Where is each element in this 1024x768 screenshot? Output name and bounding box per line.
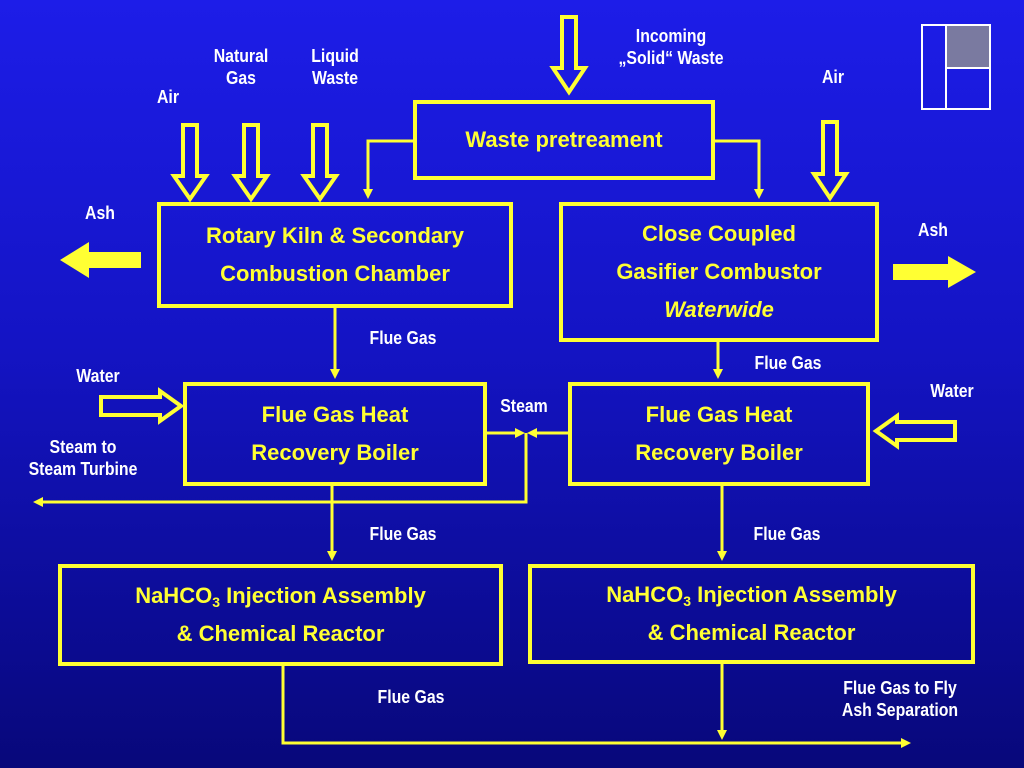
flue-gas-gasifier-label: Flue Gas <box>744 352 832 374</box>
steam-to-turbine-label: Steam to Steam Turbine <box>10 436 156 480</box>
flue-gas-to-fly-ash-label: Flue Gas to Fly Ash Separation <box>819 677 981 721</box>
bottom-flue-gas-line <box>281 666 911 748</box>
incoming-waste-arrow <box>549 15 589 96</box>
formula-subscript: 3 <box>212 594 220 610</box>
label-line: Flue Gas <box>369 524 437 544</box>
label-line: Steam Turbine <box>28 459 138 479</box>
right-reactor-box: NaHCO3 Injection Assembly & Chemical Rea… <box>528 564 975 664</box>
box-line: Flue Gas Heat <box>261 402 409 427</box>
water-right-label: Water <box>921 380 983 402</box>
label-line: „Solid“ Waste <box>618 48 724 68</box>
water-left-arrow <box>99 387 185 425</box>
flue-gas-kiln-label: Flue Gas <box>359 327 447 349</box>
label-line: Liquid <box>311 46 359 66</box>
natural-gas-arrow <box>231 123 271 203</box>
box-line: Recovery Boiler <box>635 440 803 465</box>
box-line-rest: Injection Assembly <box>220 583 426 608</box>
pretreat-to-kiln-line <box>363 139 413 199</box>
flue-gas-boiler-left-label: Flue Gas <box>359 523 447 545</box>
label-line: Ash <box>85 203 115 223</box>
box-line: Gasifier Combustor <box>616 259 822 284</box>
waste-pretreatment-box: Waste pretreament <box>413 100 715 180</box>
logo-icon <box>921 24 991 110</box>
label-line: Flue Gas to Fly <box>843 678 957 698</box>
label-line: Gas <box>226 68 256 88</box>
air-right-label: Air <box>815 66 850 88</box>
logo-left-block <box>921 24 947 110</box>
pretreat-to-gasifier-line <box>715 139 764 199</box>
label-line: Steam to <box>49 437 117 457</box>
box-line: Flue Gas Heat <box>645 402 793 427</box>
liquid-waste-label: Liquid Waste <box>300 45 370 89</box>
air-left-arrow <box>170 123 210 203</box>
steam-to-turbine-line <box>33 433 528 507</box>
label-line: Ash <box>918 220 948 240</box>
label-line: Ash Separation <box>841 700 959 720</box>
box-line: & Chemical Reactor <box>647 620 856 645</box>
natural-gas-label: Natural Gas <box>206 45 276 89</box>
label-line: Air <box>821 67 844 87</box>
ash-right-label: Ash <box>914 219 953 241</box>
ash-left-arrow <box>60 242 141 278</box>
label-line: Water <box>76 366 120 386</box>
air-left-label: Air <box>150 86 185 108</box>
box-line: Combustion Chamber <box>220 261 450 286</box>
liquid-waste-arrow <box>300 123 340 203</box>
left-heat-recovery-boiler-box: Flue Gas Heat Recovery Boiler <box>183 382 487 486</box>
formula-text: NaHCO <box>135 583 213 608</box>
label-line: Incoming <box>635 26 707 46</box>
ash-right-arrow <box>893 256 976 288</box>
label-line: Flue Gas <box>753 524 821 544</box>
label-line: Steam <box>500 396 548 416</box>
ash-left-label: Ash <box>81 202 120 224</box>
box-line-rest: Injection Assembly <box>691 582 897 607</box>
formula-subscript: 3 <box>683 593 691 609</box>
box-line: & Chemical Reactor <box>176 621 385 646</box>
flue-gas-boiler-right-label: Flue Gas <box>743 523 831 545</box>
label-line: Flue Gas <box>377 687 445 707</box>
formula-text: NaHCO <box>606 582 684 607</box>
label-line: Natural <box>213 46 269 66</box>
air-right-arrow <box>810 120 850 202</box>
box-line: Recovery Boiler <box>251 440 419 465</box>
flue-gas-bottom-label: Flue Gas <box>367 686 455 708</box>
left-reactor-box: NaHCO3 Injection Assembly & Chemical Rea… <box>58 564 503 666</box>
box-line: NaHCO3 Injection Assembly <box>606 576 897 614</box>
right-heat-recovery-boiler-box: Flue Gas Heat Recovery Boiler <box>568 382 870 486</box>
logo-bottom-right-block <box>945 67 991 110</box>
box-line: Waste pretreament <box>465 127 663 152</box>
label-line: Flue Gas <box>754 353 822 373</box>
box-line: Rotary Kiln & Secondary <box>206 223 464 248</box>
label-line: Waste <box>311 68 359 88</box>
box-line: Close Coupled <box>641 221 796 246</box>
box-line-italic: Waterwide <box>664 297 774 322</box>
label-line: Air <box>156 87 179 107</box>
box-line: NaHCO3 Injection Assembly <box>135 577 426 615</box>
steam-label: Steam <box>493 395 555 417</box>
label-line: Water <box>930 381 974 401</box>
label-line: Flue Gas <box>369 328 437 348</box>
rotary-kiln-box: Rotary Kiln & Secondary Combustion Chamb… <box>157 202 513 308</box>
water-left-label: Water <box>67 365 129 387</box>
water-right-arrow <box>872 412 957 450</box>
logo-top-right-block <box>945 24 991 69</box>
gasifier-combustor-box: Close Coupled Gasifier Combustor Waterwi… <box>559 202 879 342</box>
incoming-solid-waste-label: Incoming „Solid“ Waste <box>605 25 737 69</box>
